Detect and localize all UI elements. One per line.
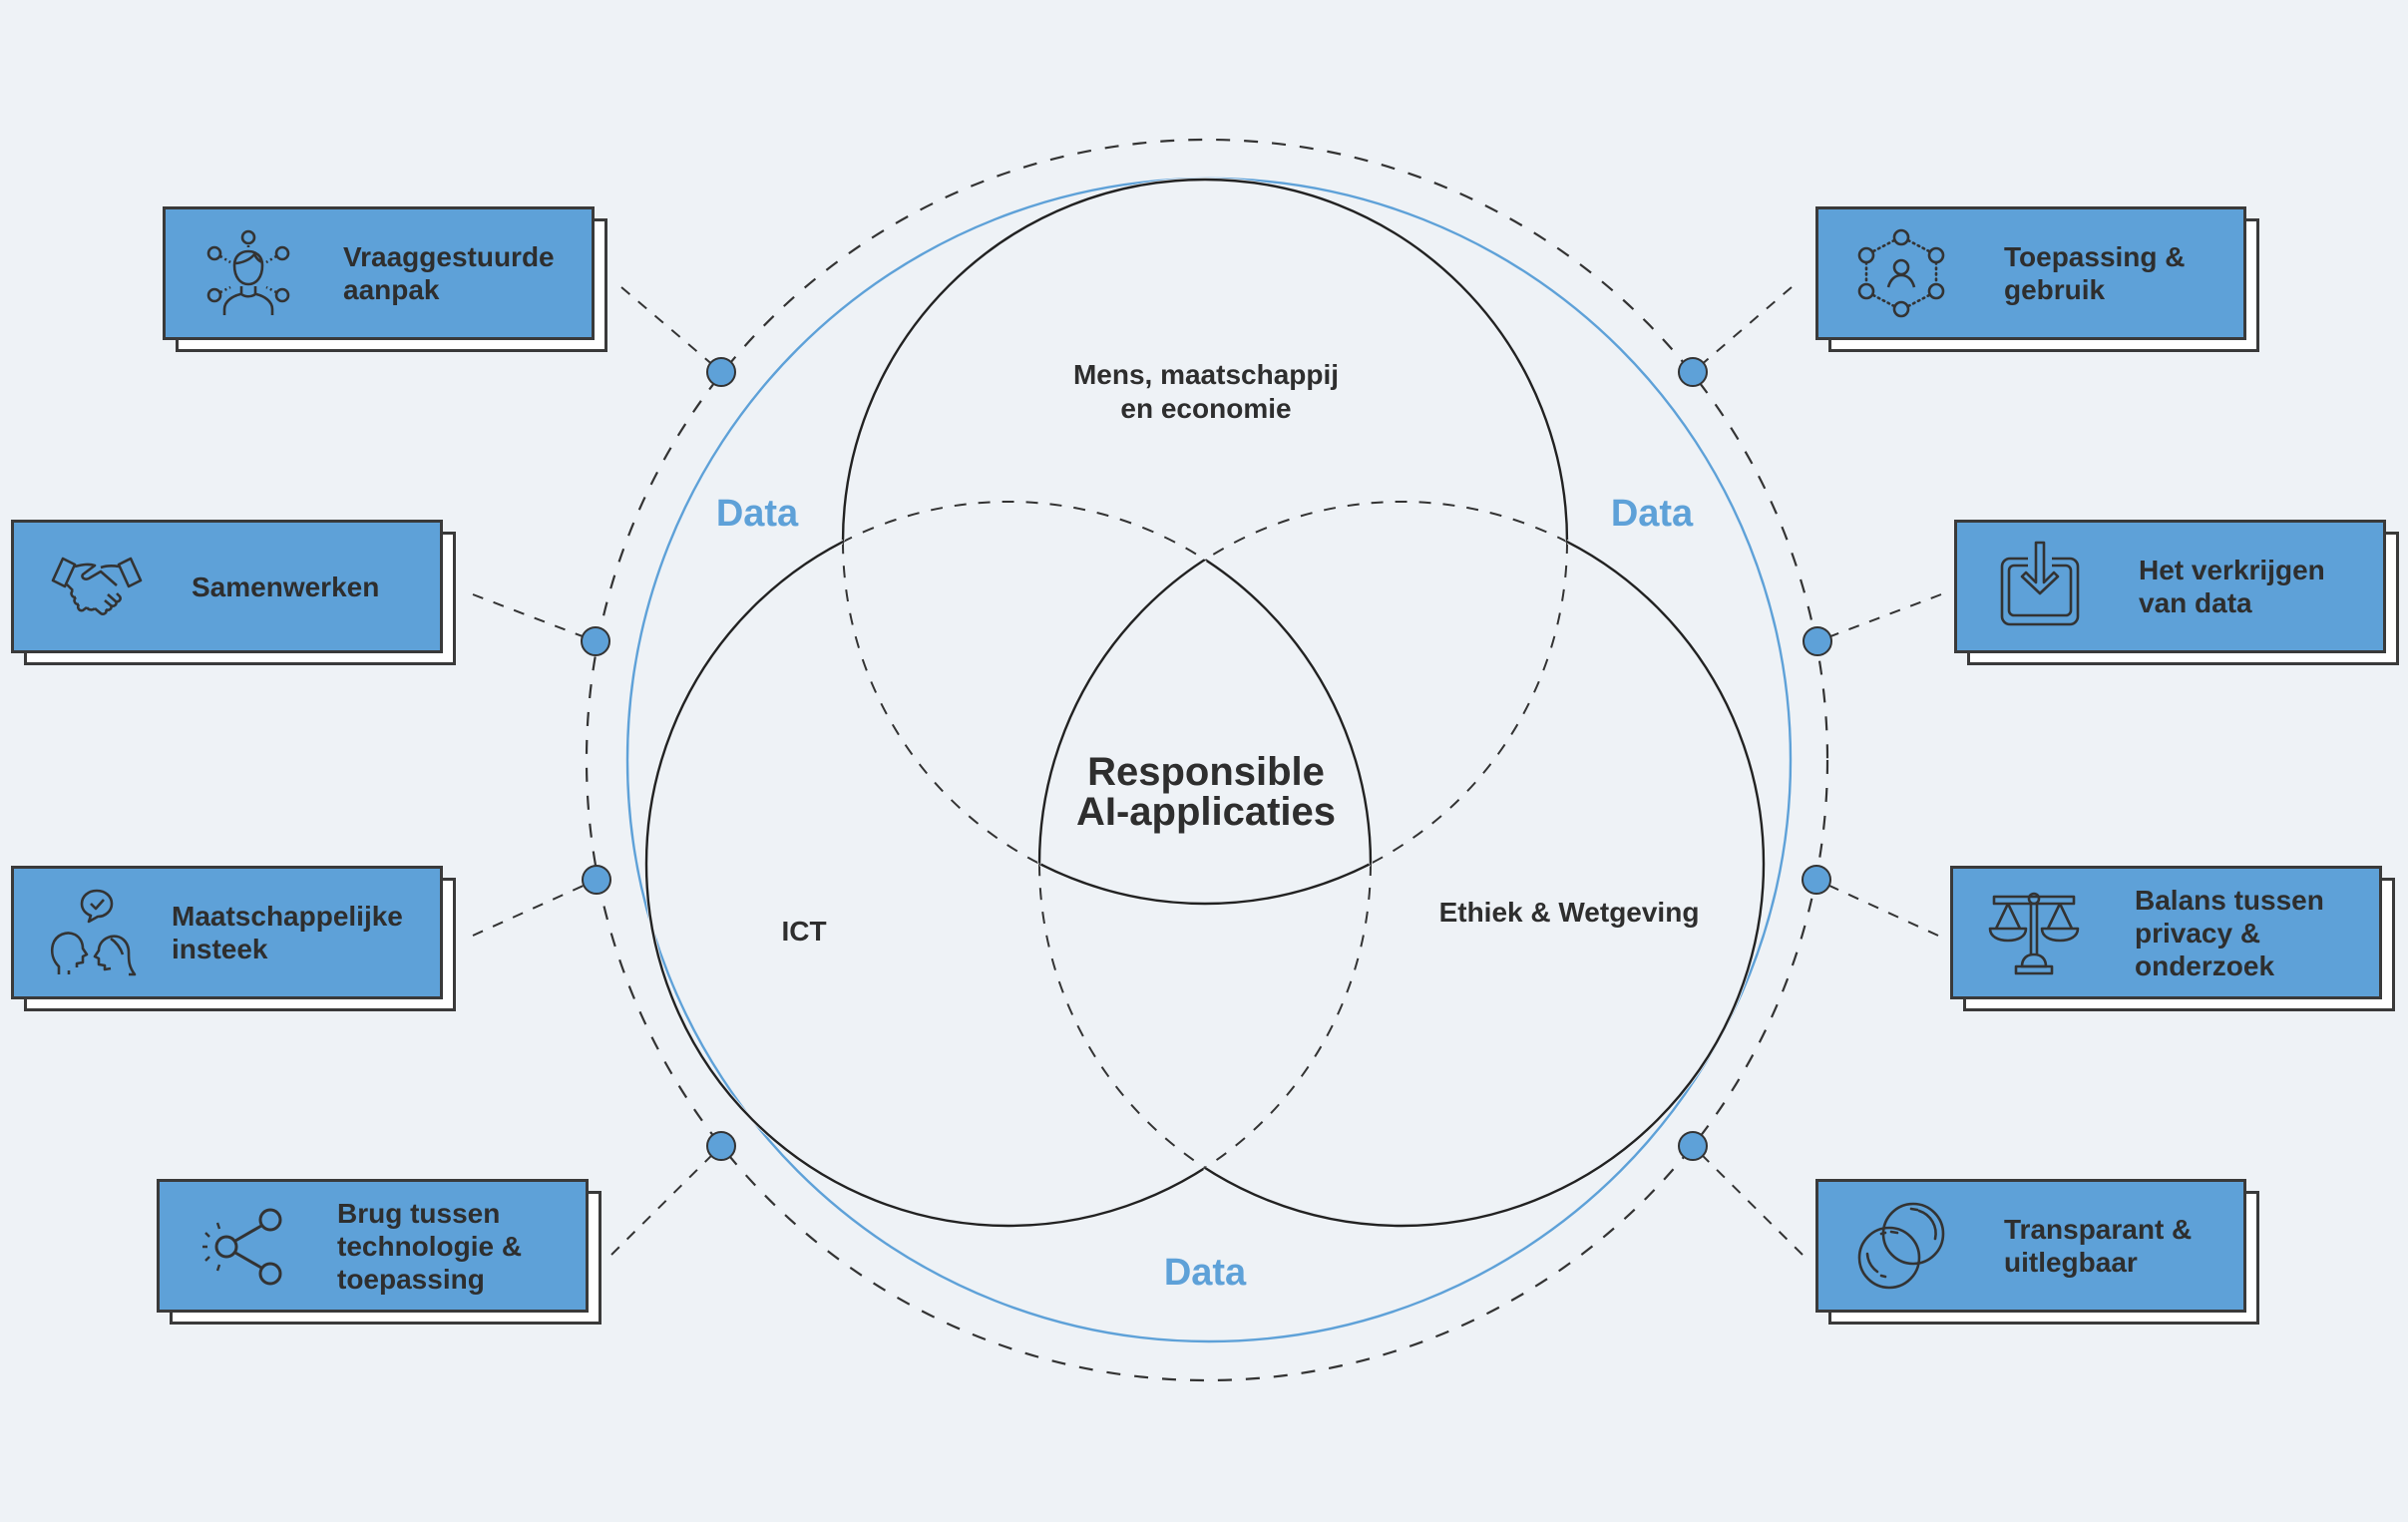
venn-circle-right-outline-underlay bbox=[1037, 500, 1766, 1228]
share-nodes-icon bbox=[188, 1196, 297, 1296]
card-label: Brug tussen technologie & toepassing bbox=[337, 1197, 523, 1295]
card-verkrijgen-data: Het verkrijgen van data bbox=[1954, 520, 2399, 665]
venn-label-left: ICT bbox=[781, 916, 826, 947]
connector-toepassing bbox=[1692, 286, 1793, 373]
people-dialogue-icon bbox=[42, 883, 152, 982]
card-face: Toepassing & gebruik bbox=[1815, 206, 2246, 340]
ring-dot bbox=[706, 357, 736, 387]
venn-label-top-line2: en economie bbox=[1120, 393, 1291, 424]
venn-label-right: Ethiek & Wetgeving bbox=[1439, 897, 1700, 928]
ring-dot bbox=[1678, 1131, 1708, 1161]
venn-circle-left-outline bbox=[644, 500, 1373, 1228]
card-face: Brug tussen technologie & toepassing bbox=[157, 1179, 589, 1313]
center-title-line1: Responsible bbox=[1087, 750, 1325, 794]
ring-dot bbox=[1678, 357, 1708, 387]
connector-balans bbox=[1815, 879, 1939, 937]
ring-dot bbox=[706, 1131, 736, 1161]
user-hexagon-network-icon bbox=[1846, 223, 1956, 323]
card-samenwerken: Samenwerken bbox=[11, 520, 456, 665]
card-vraaggestuurde-aanpak: Vraaggestuurde aanpak bbox=[163, 206, 607, 352]
card-label: Maatschappelijke insteek bbox=[172, 901, 403, 964]
card-face: Het verkrijgen van data bbox=[1954, 520, 2386, 653]
venn-circle-left-dashed bbox=[645, 501, 1372, 1227]
person-network-icon bbox=[194, 223, 303, 323]
ring-dot bbox=[581, 626, 610, 656]
connector-brug bbox=[610, 1145, 722, 1256]
card-label: Balans tussen privacy & onderzoek bbox=[2135, 884, 2324, 981]
download-tray-icon bbox=[1985, 537, 2095, 636]
data-label-right: Data bbox=[1611, 493, 1694, 535]
card-label: Transparant & uitlegbaar bbox=[2004, 1214, 2193, 1278]
scales-icon bbox=[1981, 883, 2091, 982]
ring-dot bbox=[582, 865, 611, 895]
handshake-icon bbox=[42, 537, 152, 636]
card-face: Vraaggestuurde aanpak bbox=[163, 206, 595, 340]
card-label: Toepassing & gebruik bbox=[2004, 241, 2186, 305]
connector-vraaggestuurde bbox=[620, 286, 722, 373]
connector-maatschappelijke bbox=[472, 879, 598, 937]
card-transparant: Transparant & uitlegbaar bbox=[1815, 1179, 2259, 1325]
card-maatschappelijke-insteek: Maatschappelijke insteek bbox=[11, 866, 456, 1011]
connector-transparant bbox=[1692, 1145, 1804, 1256]
lenses-icon bbox=[1846, 1196, 1956, 1296]
center-title-line2: AI-applicaties bbox=[1076, 790, 1336, 834]
data-label-left: Data bbox=[716, 493, 799, 535]
card-face: Balans tussen privacy & onderzoek bbox=[1950, 866, 2382, 999]
outer-dashed-ring bbox=[585, 138, 1829, 1382]
connector-verkrijgen bbox=[1816, 593, 1942, 642]
card-label: Vraaggestuurde aanpak bbox=[343, 241, 555, 305]
venn-circle-right-outline bbox=[1037, 500, 1766, 1228]
ring-dot bbox=[1802, 865, 1831, 895]
connector-samenwerken bbox=[472, 593, 597, 642]
card-label: Het verkrijgen van data bbox=[2139, 555, 2325, 618]
card-face: Samenwerken bbox=[11, 520, 443, 653]
venn-circle-right-dashed bbox=[1038, 501, 1765, 1227]
venn-label-top-line1: Mens, maatschappij bbox=[1073, 359, 1339, 390]
card-face: Transparant & uitlegbaar bbox=[1815, 1179, 2246, 1313]
ring-dot bbox=[1803, 626, 1832, 656]
card-toepassing-gebruik: Toepassing & gebruik bbox=[1815, 206, 2259, 352]
data-label-bottom: Data bbox=[1164, 1252, 1247, 1294]
card-brug-tussen: Brug tussen technologie & toepassing bbox=[157, 1179, 602, 1325]
card-face: Maatschappelijke insteek bbox=[11, 866, 443, 999]
card-balans-privacy: Balans tussen privacy & onderzoek bbox=[1950, 866, 2395, 1011]
venn-circle-left-outline-underlay bbox=[644, 500, 1373, 1228]
card-label: Samenwerken bbox=[192, 571, 380, 602]
